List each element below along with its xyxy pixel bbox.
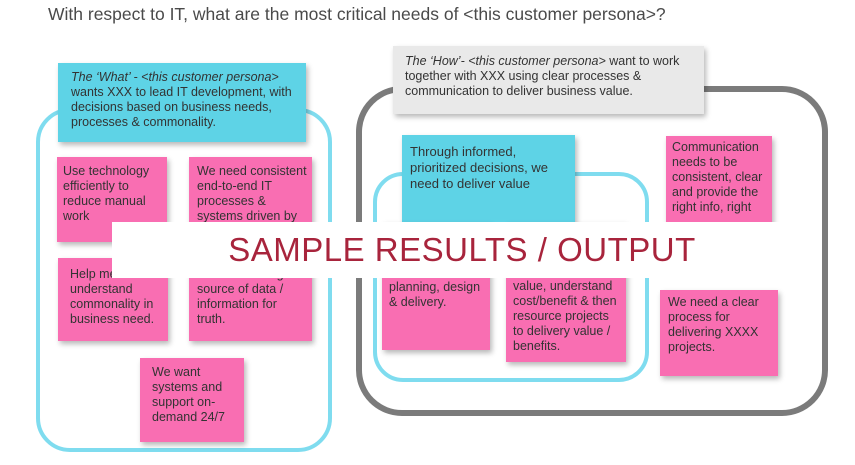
how-header-em: The ‘How’- <this customer persona> [405,54,606,68]
sample-results-banner: SAMPLE RESULTS / OUTPUT [112,222,812,278]
note-text: We need consistent end-to-end IT process… [197,164,307,223]
what-note-technology: Use technology efficiently to reduce man… [57,157,167,242]
note-text: Help me understand commonality in busine… [70,267,155,326]
what-note-on-demand: We want systems and support on-demand 24… [140,358,244,442]
note-text: We want systems and support on-demand 24… [152,365,225,424]
how-header-note: The ‘How’- <this customer persona> want … [393,46,704,114]
note-text: We need a clear process for delivering X… [668,295,759,354]
how-header-text: want to work together with XXX using cle… [405,54,680,98]
what-header-em: The ‘What’ - <this customer persona> [71,70,279,84]
note-text: Use technology efficiently to reduce man… [63,164,150,223]
note-text: Through informed, prioritized decisions,… [410,144,549,191]
what-header-text: wants XXX to lead IT development, with d… [71,85,292,129]
note-text: Communication needs to be consistent, cl… [672,140,763,214]
note-text: value, understand cost/benefit & then re… [513,279,617,353]
how-note-decisions: Through informed, prioritized decisions,… [402,135,575,233]
what-header-note: The ‘What’ - <this customer persona> wan… [58,63,306,142]
how-note-process: We need a clear process for delivering X… [660,290,778,376]
note-text: planning, design & delivery. [389,280,481,309]
question-heading: With respect to IT, what are the most cr… [48,4,666,24]
